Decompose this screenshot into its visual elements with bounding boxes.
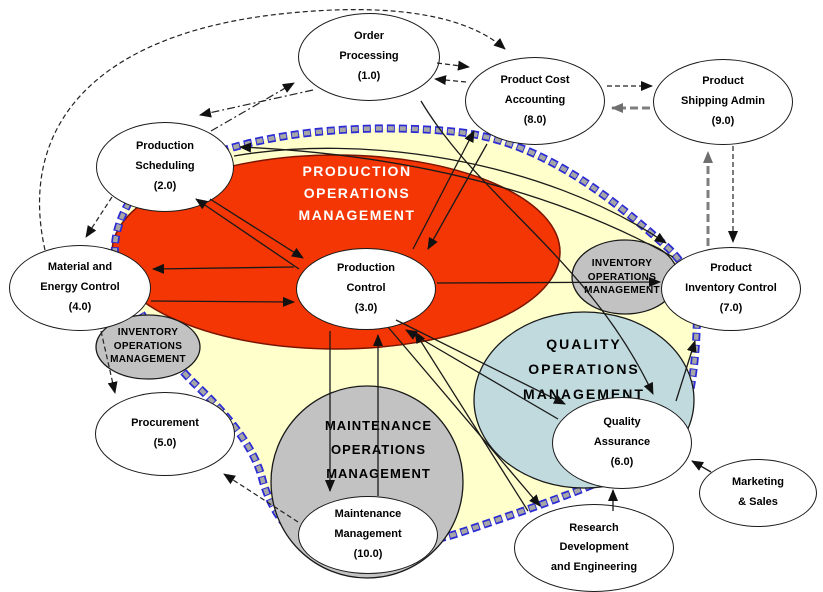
edge-orderproc-to-scheduling bbox=[199, 89, 314, 118]
node-quality-assurance[interactable]: Quality Assurance (6.0) bbox=[552, 397, 692, 489]
edge-orderproc-to-costacct bbox=[436, 60, 470, 71]
maintenance-operations-title: MAINTENANCE OPERATIONS MANAGEMENT bbox=[324, 418, 433, 481]
node-maintenance-management[interactable]: Maintenance Management (10.0) bbox=[298, 496, 438, 574]
edge-marketing-to-quality bbox=[691, 460, 712, 473]
node-marketing-sales[interactable]: Marketing & Sales bbox=[699, 459, 817, 527]
edge-costacct-to-orderproc bbox=[434, 75, 467, 86]
edge-material-to-control bbox=[150, 296, 295, 307]
edge-control-to-material bbox=[152, 263, 295, 274]
node-material-energy-control[interactable]: Material and Energy Control (4.0) bbox=[9, 245, 151, 331]
node-product-shipping-admin[interactable]: Product Shipping Admin (9.0) bbox=[653, 59, 793, 145]
node-research-development[interactable]: Research Development and Engineering bbox=[514, 504, 674, 592]
edge-scheduling-to-material bbox=[85, 196, 113, 238]
inventory-operations-title-right: INVENTORY OPERATIONS MANAGEMENT bbox=[584, 258, 660, 296]
inventory-operations-title-left: INVENTORY OPERATIONS MANAGEMENT bbox=[110, 327, 186, 365]
production-operations-title: PRODUCTION OPERATIONS MANAGEMENT bbox=[298, 163, 416, 223]
node-production-control[interactable]: Production Control (3.0) bbox=[296, 248, 436, 330]
node-product-inventory-control[interactable]: Product Inventory Control (7.0) bbox=[661, 247, 801, 331]
node-product-cost-accounting[interactable]: Product Cost Accounting (8.0) bbox=[465, 57, 605, 145]
node-order-processing[interactable]: Order Processing (1.0) bbox=[298, 13, 440, 101]
quality-operations-title: QUALITY OPERATIONS MANAGEMENT bbox=[523, 336, 645, 402]
node-production-scheduling[interactable]: Production Scheduling (2.0) bbox=[96, 122, 234, 212]
edge-scheduling-to-orderproc bbox=[210, 82, 295, 132]
node-procurement[interactable]: Procurement (5.0) bbox=[95, 392, 235, 476]
